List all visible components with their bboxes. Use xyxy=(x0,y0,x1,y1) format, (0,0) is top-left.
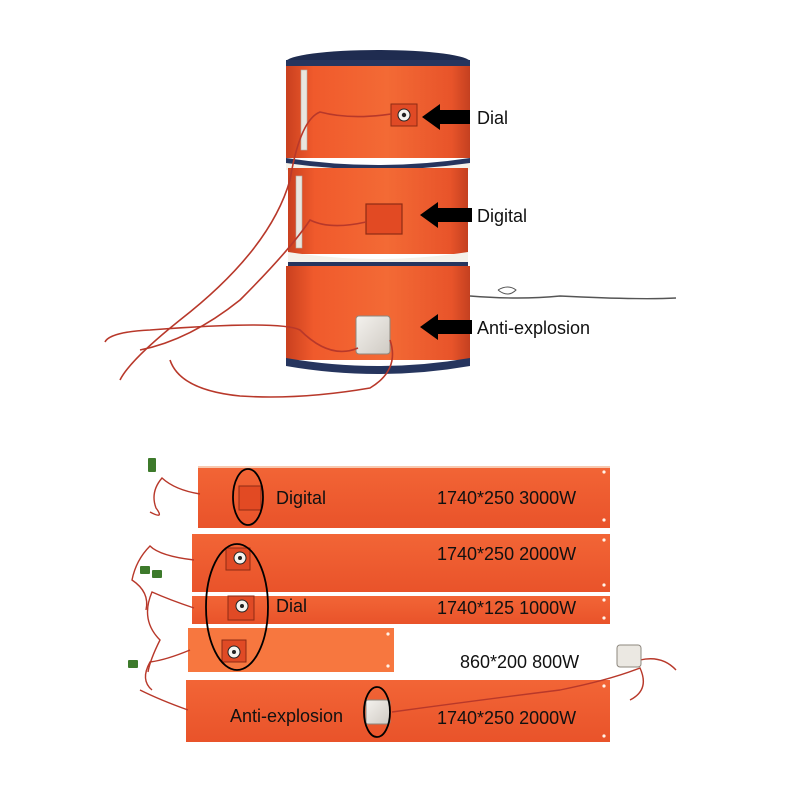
strip-spec-1: 1740*250 3000W xyxy=(437,488,576,508)
heater-strip-3 xyxy=(192,596,610,624)
annotation-digital: Digital xyxy=(420,202,527,228)
external-thermostat xyxy=(616,644,642,668)
dial-highlight-oval xyxy=(205,543,269,671)
strip-spec-3: 1740*125 1000W xyxy=(437,598,576,618)
drum-with-heaters xyxy=(104,50,677,398)
digital-label: Digital xyxy=(477,206,527,226)
digital-controller xyxy=(365,203,403,235)
dial-thermostat xyxy=(390,103,418,127)
annotation-anti-explosion: Anti-explosion xyxy=(420,314,590,340)
arrow-left-icon xyxy=(420,202,472,228)
strip-spec-4: 860*200 800W xyxy=(460,652,579,672)
dial-label: Dial xyxy=(477,108,508,128)
heater-strips xyxy=(128,458,677,742)
anti-explosion-label: Anti-explosion xyxy=(477,318,590,338)
strip-type-anti-explosion: Anti-explosion xyxy=(230,706,343,726)
strip-wires xyxy=(131,476,677,713)
heater-strip-2 xyxy=(192,534,610,592)
digital-highlight-oval xyxy=(232,468,264,526)
arrow-left-icon xyxy=(420,314,472,340)
heater-strip-4 xyxy=(188,628,394,672)
strip-spec-2: 1740*250 2000W xyxy=(437,544,576,564)
anti-explosion-box xyxy=(355,315,391,355)
heater-strip-1 xyxy=(198,466,610,528)
strip-type-digital: Digital xyxy=(276,488,326,508)
anti-explosion-highlight-oval xyxy=(363,686,391,738)
arrow-left-icon xyxy=(422,104,470,130)
strip-spec-5: 1740*250 2000W xyxy=(437,708,576,728)
drum-wires xyxy=(104,111,394,398)
strip-type-dial: Dial xyxy=(276,596,307,616)
annotation-dial: Dial xyxy=(422,104,508,130)
